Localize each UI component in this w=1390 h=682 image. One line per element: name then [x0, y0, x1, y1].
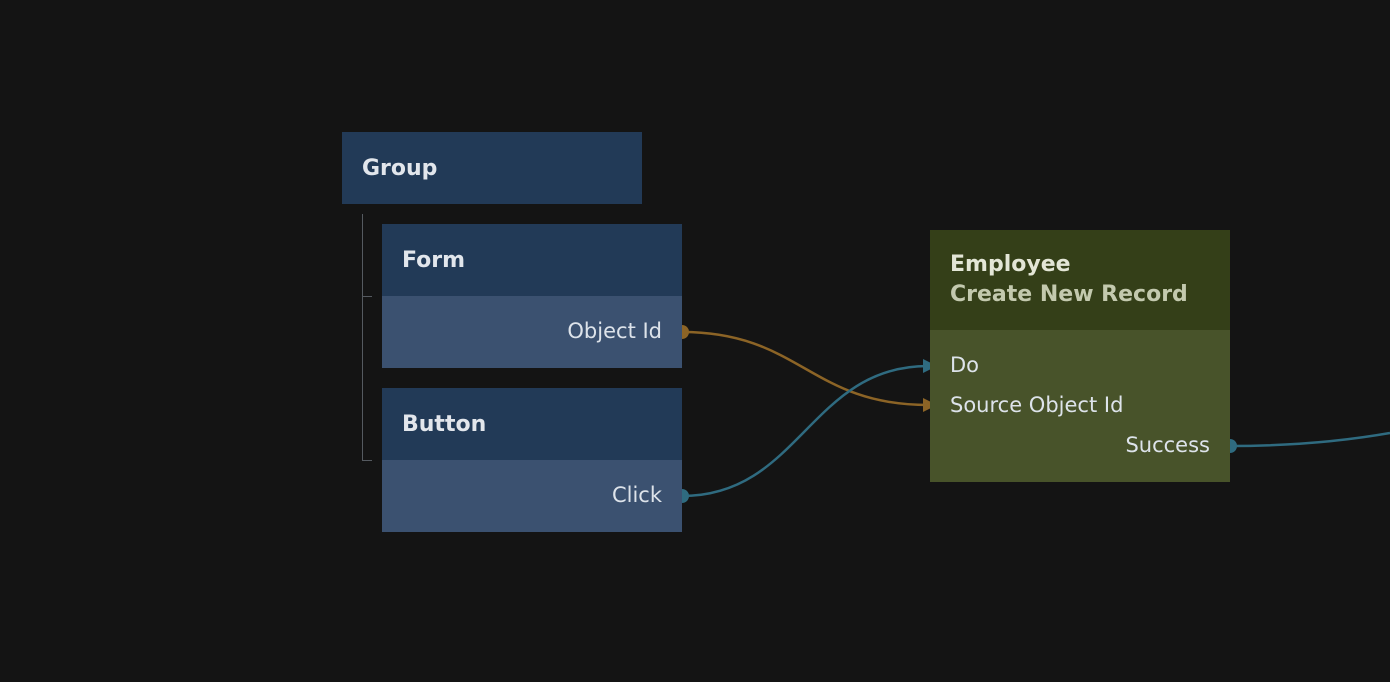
button-node-title: Button: [402, 411, 487, 437]
employee-source-object-id-label: Source Object Id: [950, 393, 1124, 417]
group-node[interactable]: Group: [342, 132, 642, 204]
employee-node-subtitle: Create New Record: [950, 282, 1188, 307]
tree-line-form-branch: [362, 296, 372, 297]
form-node-title: Form: [402, 247, 466, 273]
button-node-body: Click: [382, 460, 682, 532]
wire-object-id-to-source-object-id[interactable]: [681, 330, 929, 407]
employee-node-body: Do Source Object Id Success: [930, 330, 1230, 482]
form-node-header[interactable]: Form: [382, 224, 682, 296]
button-node-header[interactable]: Button: [382, 388, 682, 460]
employee-node-header[interactable]: Employee Create New Record: [930, 230, 1230, 330]
tree-line-button-branch: [362, 460, 372, 461]
wire-success-out[interactable]: [1229, 431, 1390, 448]
employee-success-label: Success: [1125, 433, 1210, 457]
button-click-label: Click: [611, 483, 662, 507]
employee-node-title: Employee: [950, 252, 1071, 277]
form-node-body: Object Id: [382, 296, 682, 368]
form-object-id-label: Object Id: [567, 319, 662, 343]
wire-click-to-do[interactable]: [681, 364, 929, 498]
group-node-title: Group: [362, 155, 438, 181]
tree-line-vertical: [362, 214, 363, 460]
employee-do-label: Do: [950, 353, 980, 377]
